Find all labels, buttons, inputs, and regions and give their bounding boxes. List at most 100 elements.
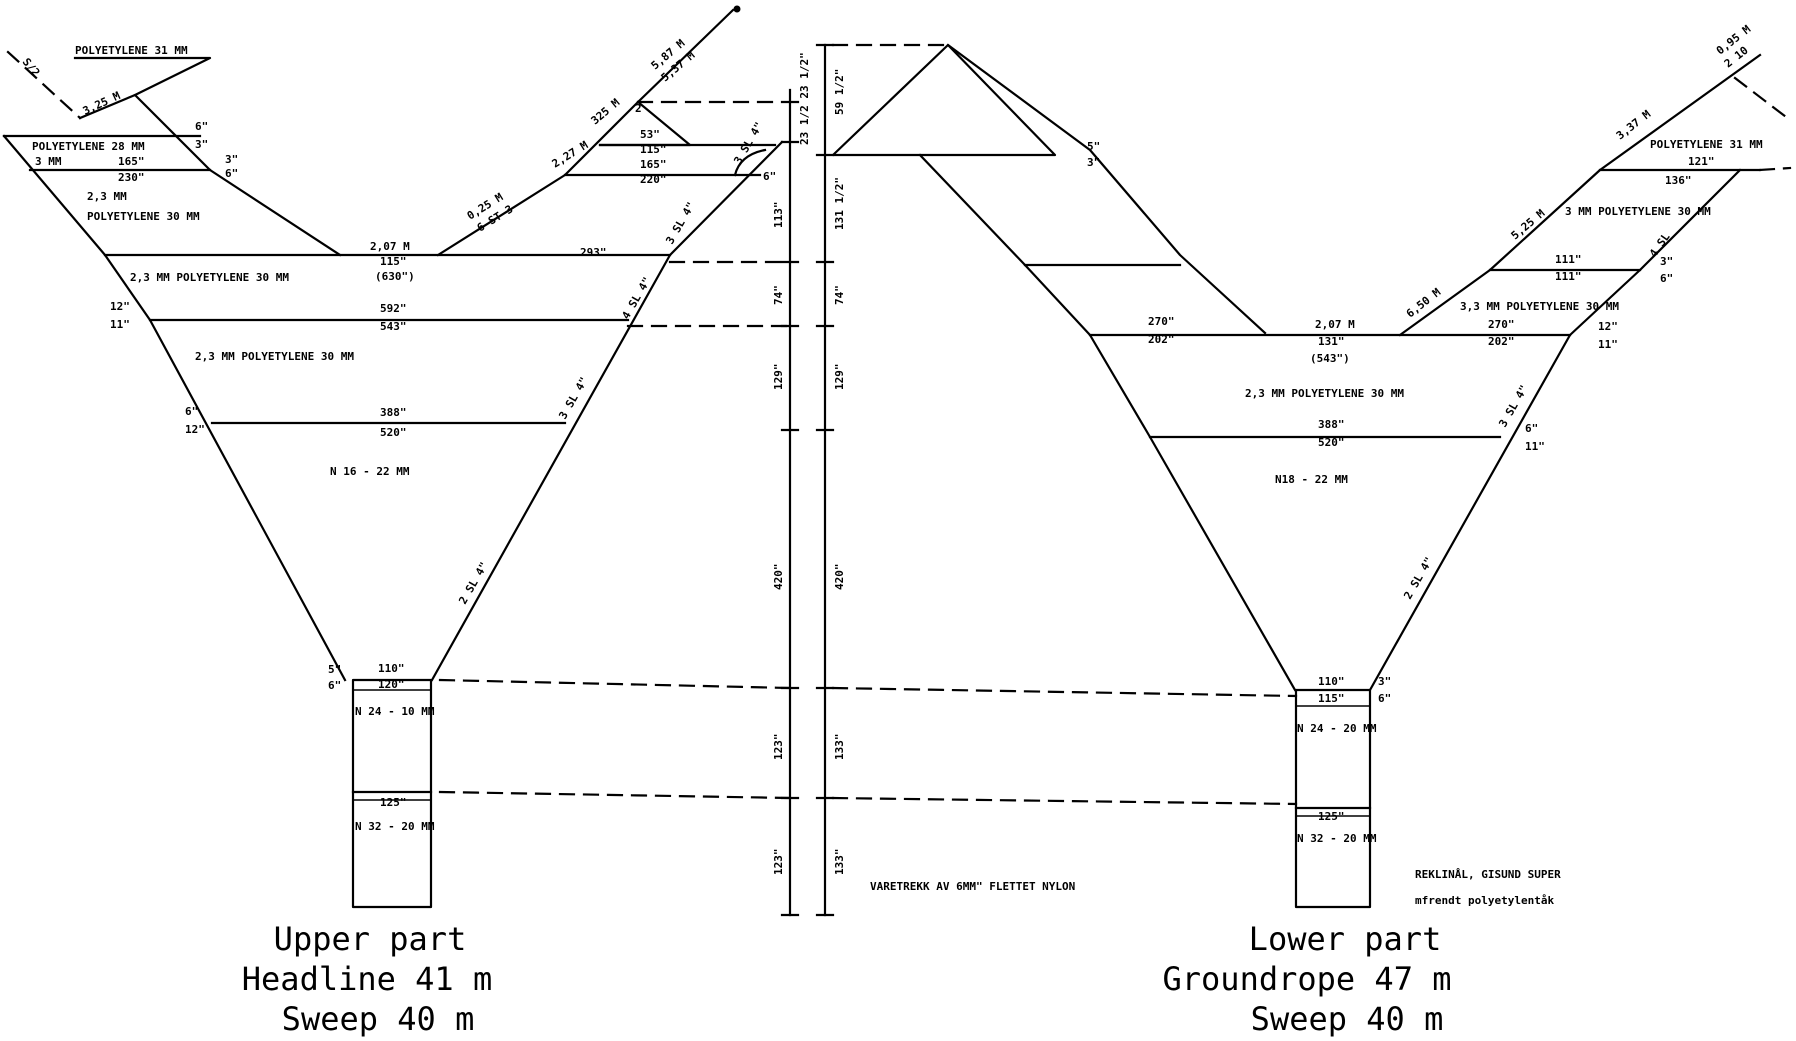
lower-caption-groundrope: Groundrope 47 m [1163,960,1452,998]
upper-lbl-3mm: 3 MM [35,155,62,168]
lower-lbl-6in-e: 6" [1660,272,1673,285]
upper-lbl-6in-e: 6" [763,170,776,183]
upper-lbl-230: 230" [118,171,145,184]
lower-lbl-202b: 202" [1488,335,1515,348]
upper-right-wing-edge [436,8,735,257]
upper-right-body-edge [430,140,784,682]
upper-lbl-11in: 11" [110,318,130,331]
lower-scale-lbl: 74" [833,285,846,305]
lower-left-top-triangle [831,43,1057,157]
lower-lbl-12in: 12" [1598,320,1618,333]
upper-lbl-115b: 115" [640,143,667,156]
upper-lbl-115: 115" [380,255,407,268]
lower-lbl-6in-c: 6" [1378,692,1391,705]
lower-left-wing-edge [946,43,1267,335]
lower-lbl-136: 136" [1665,174,1692,187]
upper-scale-lbl: 420" [772,564,785,591]
lower-left-body-edge [918,153,1297,692]
lower-lbl-11in: 11" [1598,338,1618,351]
upper-right-tip-dot [733,5,741,13]
upper-scale-bar: 23 1/2 23 1/2" 113" 74" 129" 420" 123" 1… [772,52,811,917]
upper-caption-headline: Headline 41 m [242,960,492,998]
upper-lbl-165b: 165" [640,158,667,171]
upper-lbl-165: 165" [118,155,145,168]
upper-scale-lbl: 123" [772,734,785,761]
lower-lbl-543: (543") [1310,352,1350,365]
lower-lbl-3in-c: 3" [1378,675,1391,688]
upper-left-flag [73,56,212,97]
upper-caption-sweep: Sweep 40 m [282,1000,475,1038]
lower-lbl-388: 388" [1318,418,1345,431]
upper-lbl-110: 110" [378,662,405,675]
upper-lbl-53: 53" [640,128,660,141]
lower-lbl-3in-e: 3" [1660,255,1673,268]
lower-lbl-6in-d: 6" [1525,422,1538,435]
lower-scale-lbl: 133" [833,849,846,876]
upper-lbl-120: 120" [378,678,405,691]
upper-mat-n24: N 24 - 10 MM [355,705,435,718]
upper-scale-lbl: 74" [772,285,785,305]
lower-lbl-207m: 2,07 M [1315,318,1355,331]
lower-caption: Lower part Groundrope 47 m Sweep 40 m [1163,920,1452,1038]
lower-scale-lbl: 131 1/2" [833,177,846,230]
upper-lbl-125: 125" [380,796,407,809]
upper-lbl-6in-b: 6" [225,167,238,180]
upper-scale-lbl: 123" [772,849,785,876]
lower-lbl-111b: 111" [1555,270,1582,283]
lower-scale-lbl: 133" [833,734,846,761]
lower-lbl-5in: 5" [1087,140,1100,153]
lower-mat-pe31: POLYETYLENE 31 MM [1650,138,1763,151]
lower-lbl-2sl: 2 SL 4" [1401,555,1435,602]
lower-lbl-270b: 270" [1488,318,1515,331]
lower-mat-n18: N18 - 22 MM [1275,473,1348,486]
lower-scale-lbl: 59 1/2" [833,69,846,115]
upper-lbl-6in: 6" [195,120,208,133]
upper-scale-lbl: 129" [772,364,785,391]
lower-part-net [831,43,1792,909]
lower-mat-33mm-pe30: 3,3 MM POLYETYLENE 30 MM [1460,300,1619,313]
lower-lbl-131: 131" [1318,335,1345,348]
upper-right-arc [733,148,767,177]
lower-mat-n32: N 32 - 20 MM [1297,832,1377,845]
lower-note-nylon: VARETREKK AV 6MM" FLETTET NYLON [870,880,1075,893]
lower-right-body-edge [1368,168,1742,692]
upper-lbl-2: 2 [635,102,642,115]
lower-lbl-110: 110" [1318,675,1345,688]
upper-left-body-edge [2,134,347,682]
lower-mat-3mm-pe30: 3 MM POLYETYLENE 30 MM [1565,205,1711,218]
upper-lbl-s2: S/2 [20,56,43,80]
lower-right-dash-170 [1758,166,1792,172]
upper-lbl-3sl-b: 3 SL 4" [663,200,697,247]
upper-mat-n32: N 32 - 20 MM [355,820,435,833]
upper-part-net [2,5,792,909]
lower-scale-bar: 59 1/2" 131 1/2" 74" 129" 420" 133" 133" [815,43,846,917]
upper-lbl-520: 520" [380,426,407,439]
upper-caption: Upper part Headline 41 m Sweep 40 m [242,920,492,1038]
upper-mat-pe30: POLYETYLENE 30 MM [87,210,200,223]
lower-scale-lbl: 420" [833,564,846,591]
upper-caption-title: Upper part [274,920,467,958]
upper-lbl-388: 388" [380,406,407,419]
upper-mat-23pe30-a: 2,3 MM POLYETYLENE 30 MM [130,271,289,284]
upper-mat-23pe30-b: 2,3 MM POLYETYLENE 30 MM [195,350,354,363]
lower-lbl-115: 115" [1318,692,1345,705]
upper-lbl-543: 543" [380,320,407,333]
upper-mat-pe31: POLYETYLENE 31 MM [75,44,188,57]
upper-lbl-293: 293" [580,246,607,259]
lower-lbl-202: 202" [1148,333,1175,346]
upper-part-labels: POLYETYLENE 31 MM POLYETYLENE 28 MM POLY… [20,37,777,833]
upper-dash-680 [438,678,792,690]
lower-note-reklinal: REKLINÅL, GISUND SUPER [1415,868,1561,881]
lower-lbl-125: 125" [1318,810,1345,823]
lower-lbl-650m: 6,50 M [1404,285,1444,320]
lower-mat-n24: N 24 - 20 MM [1297,722,1377,735]
upper-scale-lbl: 113" [772,202,785,229]
lower-lbl-525m: 5,25 M [1509,207,1548,243]
lower-right-dash-tip [1733,76,1792,122]
lower-caption-title: Lower part [1249,920,1442,958]
upper-lbl-6in-c: 6" [185,405,198,418]
upper-lbl-220: 220" [640,173,667,186]
upper-lbl-3in-b: 3" [225,153,238,166]
upper-dash-792 [438,790,792,800]
